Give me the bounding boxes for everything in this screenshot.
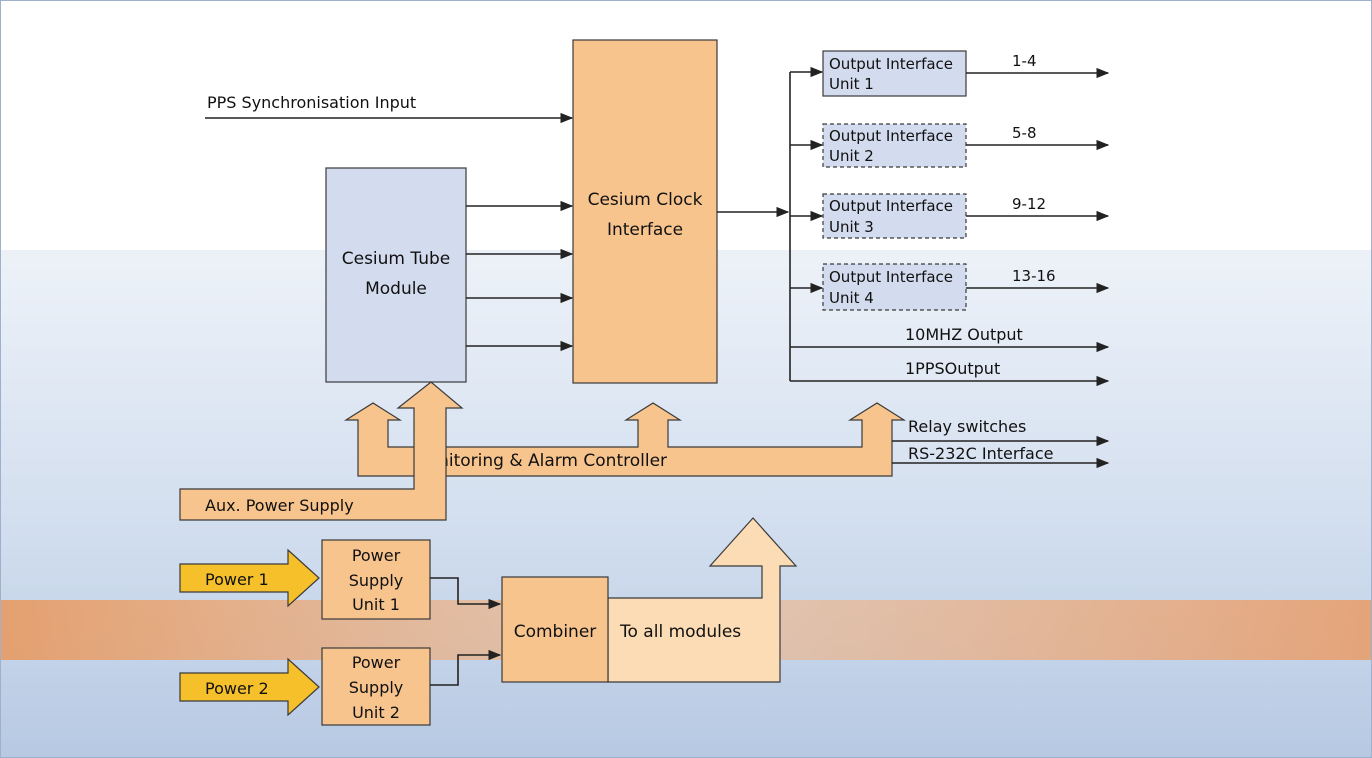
cesium-tube-module (325, 167, 467, 383)
unit-4-range: 13-16 (1012, 267, 1056, 285)
aux-power-label: Aux. Power Supply (205, 496, 354, 515)
psu-1-line-2: Supply (349, 571, 404, 590)
output-interface-unit-3 (822, 193, 967, 239)
psu-2-line-1: Power (352, 653, 401, 672)
cesium-clock-label-2: Interface (607, 220, 683, 240)
combiner-label: Combiner (514, 622, 597, 642)
psu-2-line-2: Supply (349, 678, 404, 697)
power-supply-unit-2 (321, 647, 431, 726)
power-2-arrow (179, 657, 320, 717)
unit-2-range: 5-8 (1012, 124, 1037, 142)
pps-input-label: PPS Synchronisation Input (207, 93, 416, 112)
power-supply-unit-1 (321, 539, 431, 620)
unit-3-line-1: Output Interface (829, 197, 953, 215)
unit-3-range: 9-12 (1012, 195, 1046, 213)
cesium-clock-interface (572, 39, 718, 384)
rs232-label: RS-232C Interface (908, 444, 1053, 463)
monitoring-label: Monitoring & Alarm Controller (413, 451, 667, 471)
psu-1-line-3: Unit 1 (352, 595, 400, 614)
to-all-modules-arrow (607, 517, 798, 683)
cesium-tube-label-1: Cesium Tube (342, 249, 450, 269)
aux-power-supply (179, 381, 464, 521)
to-all-modules-label: To all modules (619, 622, 741, 642)
relay-label: Relay switches (908, 417, 1026, 436)
unit-2-line-2: Unit 2 (829, 147, 874, 165)
unit-4-line-1: Output Interface (829, 268, 953, 286)
unit-1-range: 1-4 (1012, 52, 1037, 70)
unit-1-line-1: Output Interface (829, 55, 953, 73)
power-1-arrow (179, 548, 320, 608)
1pps-output-label: 1PPSOutput (905, 359, 1000, 378)
power-2-label: Power 2 (205, 679, 269, 698)
psu-1-line-1: Power (352, 546, 401, 565)
unit-2-line-1: Output Interface (829, 127, 953, 145)
unit-3-line-2: Unit 3 (829, 218, 874, 236)
combiner (501, 576, 609, 683)
output-interface-unit-2 (822, 123, 967, 168)
psu-2-to-combiner-arrow (430, 649, 502, 686)
output-interface-unit-4 (822, 263, 967, 311)
cesium-clock-label-1: Cesium Clock (588, 190, 703, 210)
unit-1-line-2: Unit 1 (829, 75, 874, 93)
psu-2-line-3: Unit 2 (352, 703, 400, 722)
psu-1-to-combiner-arrow (430, 577, 502, 610)
cesium-tube-label-2: Module (365, 279, 427, 299)
10mhz-output-label: 10MHZ Output (905, 325, 1023, 344)
unit-4-line-2: Unit 4 (829, 289, 874, 307)
power-1-label: Power 1 (205, 570, 269, 589)
monitoring-alarm-controller (343, 402, 907, 477)
